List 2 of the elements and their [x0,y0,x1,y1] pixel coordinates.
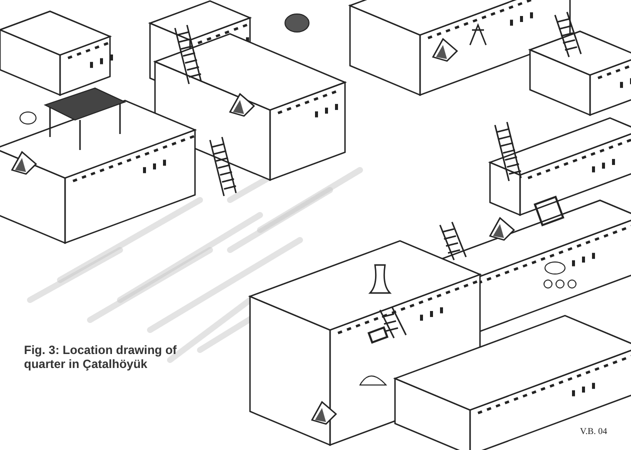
artist-signature: V.B. 04 [580,426,608,436]
figure-caption: Fig. 3: Location drawing of quarter in Çatalhöyük [24,343,178,371]
